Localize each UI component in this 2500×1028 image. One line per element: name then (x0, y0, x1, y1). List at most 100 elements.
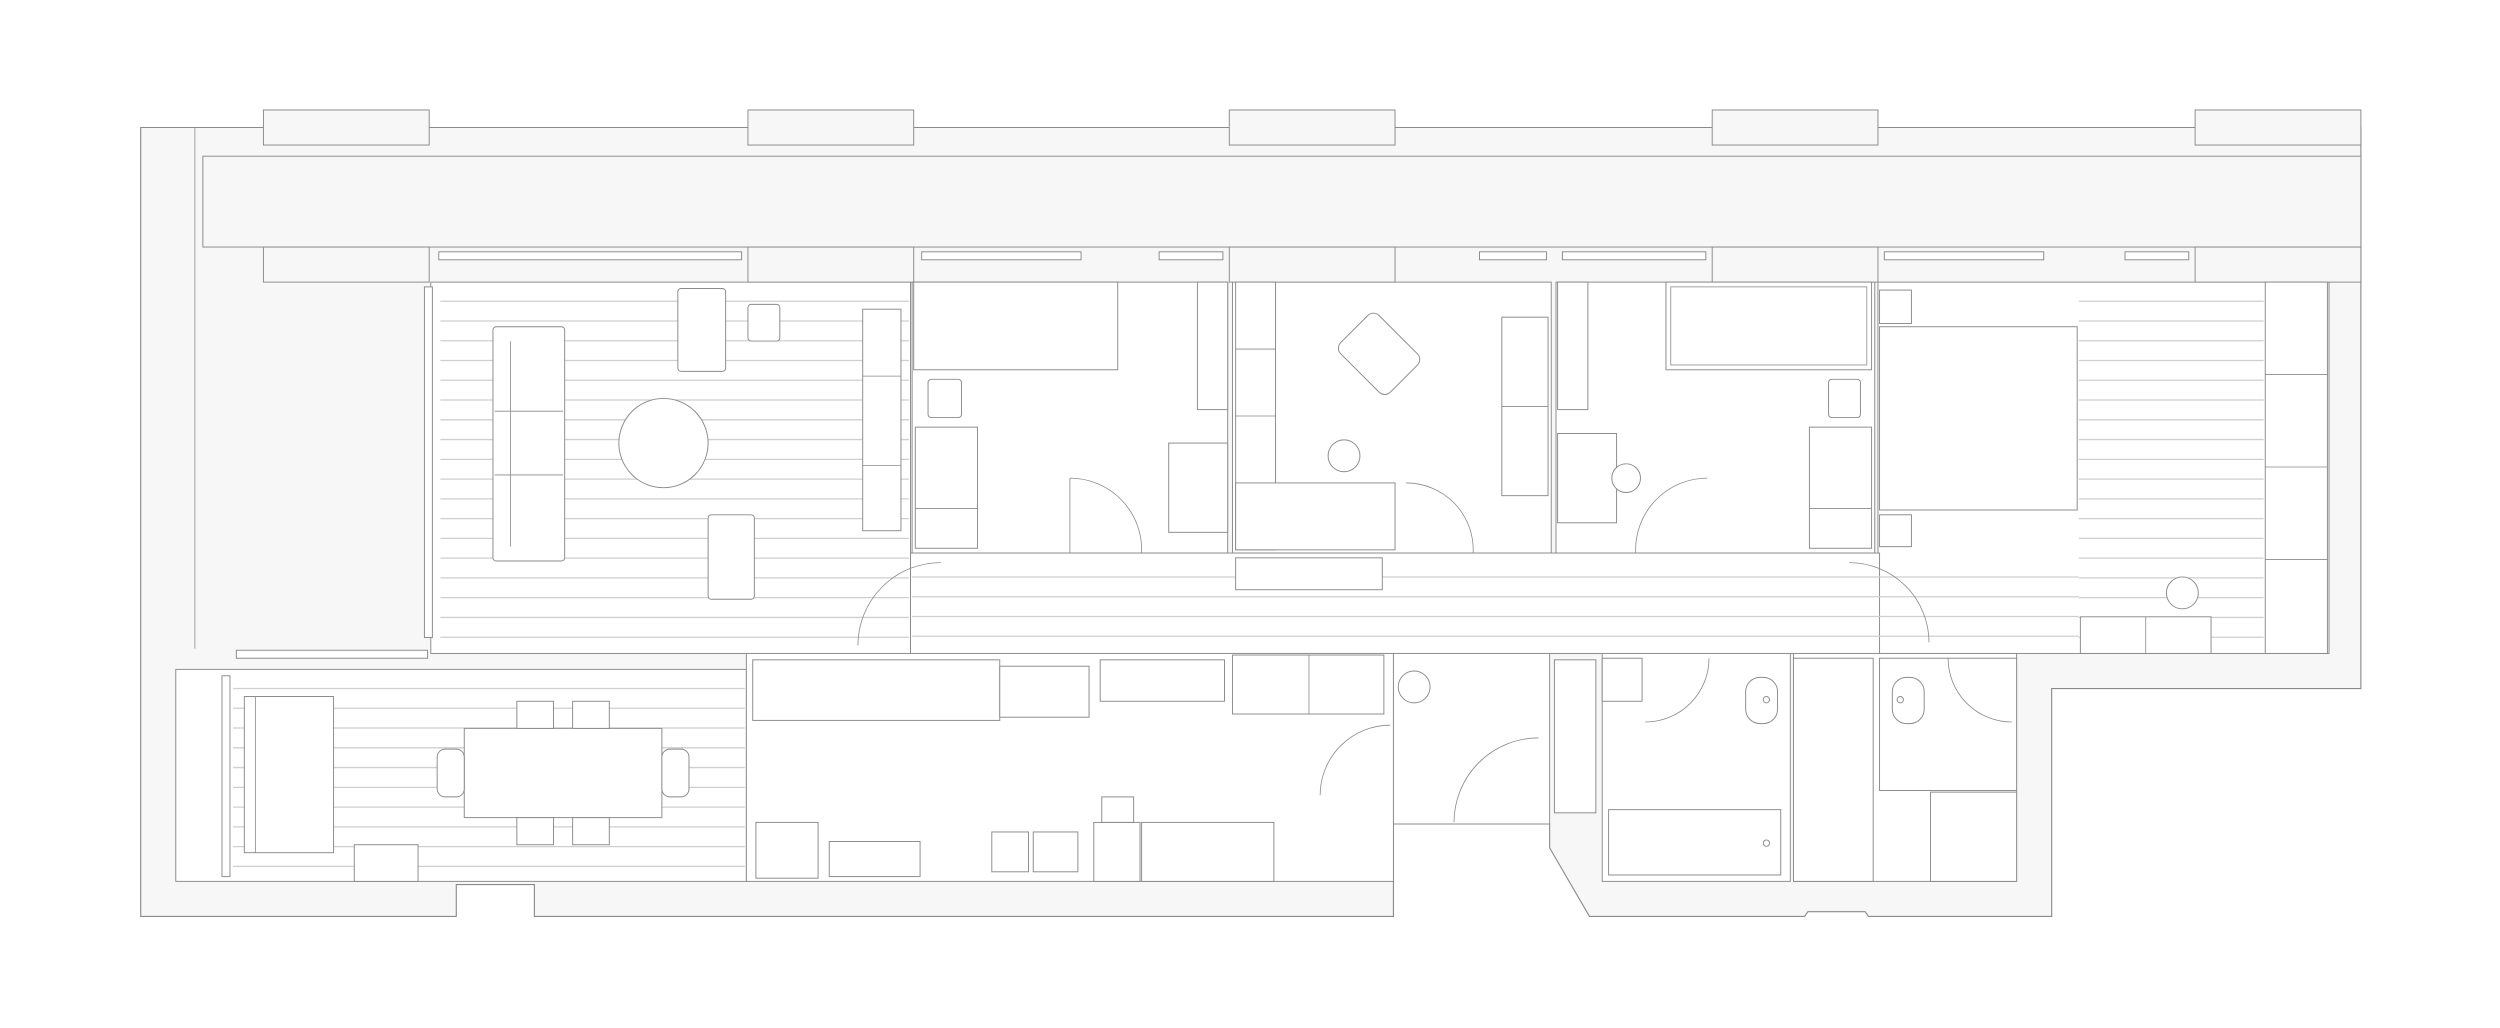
bed (913, 281, 1119, 371)
cabinet (1930, 791, 2018, 882)
nightstand (1828, 378, 1861, 419)
wardrobe (1808, 426, 1873, 549)
cabinet (1601, 657, 1643, 702)
toilet (1745, 676, 1779, 725)
door-swing (1406, 482, 1474, 554)
shelf (1557, 281, 1589, 411)
desk (1168, 442, 1229, 533)
dining-table (463, 727, 663, 819)
drain (1762, 696, 1771, 704)
chair (1611, 463, 1641, 493)
window (423, 286, 433, 638)
door-swing (1319, 724, 1391, 796)
appliance (1101, 796, 1135, 823)
bedroom-4-furniture (1849, 281, 2328, 654)
window (1883, 251, 2045, 261)
door-swing (1947, 658, 2012, 723)
window (235, 649, 429, 659)
balcony (202, 155, 2362, 248)
window (1561, 251, 1707, 261)
bedroom-2-furniture (1235, 281, 1549, 554)
column (747, 246, 915, 283)
counter (752, 659, 1001, 721)
column (1228, 109, 1396, 146)
armchair (707, 514, 755, 600)
armchair (677, 287, 727, 372)
bath-furniture (1601, 657, 2018, 882)
bedroom-1-furniture (913, 281, 1229, 554)
drain (1896, 696, 1904, 704)
door-swing (1635, 477, 1708, 554)
bedroom-3-furniture (1557, 281, 1873, 554)
fridge (1231, 654, 1385, 715)
bed (1879, 326, 2078, 511)
counter (1099, 659, 1225, 702)
coffee-table (618, 397, 709, 489)
counter (999, 665, 1090, 718)
chair (661, 748, 690, 798)
window (921, 251, 1082, 261)
door-swing (1453, 737, 1539, 823)
column (262, 109, 430, 146)
chair (572, 700, 610, 729)
sideboard (243, 696, 335, 854)
wardrobe (2264, 281, 2328, 654)
door-swing (857, 562, 941, 646)
kitchen-furniture (752, 654, 1539, 882)
column (262, 246, 430, 283)
window (1479, 251, 1547, 261)
columns (262, 109, 2362, 283)
side-table (747, 303, 781, 342)
column (747, 109, 915, 146)
bathtub (1608, 809, 1782, 876)
storage (1793, 657, 1874, 882)
nightstand (927, 378, 963, 419)
lounge-chair (1337, 312, 1421, 395)
bed (1235, 482, 1396, 551)
door-swing (1849, 562, 1930, 643)
chair (572, 817, 610, 846)
dining-furniture (243, 696, 690, 882)
door-swing (1645, 658, 1710, 723)
corridor (910, 552, 1881, 654)
desk (1557, 433, 1618, 524)
wardrobe (914, 426, 978, 549)
console (1235, 557, 1383, 591)
cabinet (353, 844, 419, 882)
tv-unit (862, 308, 902, 532)
door-swing (1069, 477, 1143, 554)
closet (1553, 659, 1597, 814)
stool (2165, 576, 2199, 610)
counter (1141, 821, 1275, 882)
window (221, 675, 231, 878)
chair (436, 748, 465, 798)
column (1711, 246, 1879, 283)
window (1158, 251, 1224, 261)
toilet (1891, 676, 1925, 725)
windows (221, 251, 2190, 878)
nightstand (1879, 514, 1912, 548)
drain (1762, 839, 1771, 847)
chair (516, 817, 554, 846)
sink (828, 841, 921, 878)
window (438, 251, 743, 261)
cabinet (755, 821, 819, 879)
stool (1327, 439, 1361, 473)
cabinet (1093, 821, 1141, 882)
chair (516, 700, 554, 729)
column (2194, 109, 2362, 146)
window (2124, 251, 2190, 261)
shower (1879, 657, 2018, 792)
stool (1397, 670, 1431, 704)
living-furniture (492, 287, 902, 600)
cooktop (1032, 831, 1079, 873)
column (2194, 246, 2362, 283)
cooktop (991, 831, 1029, 873)
column (1228, 246, 1396, 283)
sofa (492, 326, 566, 562)
column (1711, 109, 1879, 146)
bed (1665, 281, 1873, 371)
nightstand (1879, 289, 1912, 325)
shelf (1196, 281, 1229, 411)
